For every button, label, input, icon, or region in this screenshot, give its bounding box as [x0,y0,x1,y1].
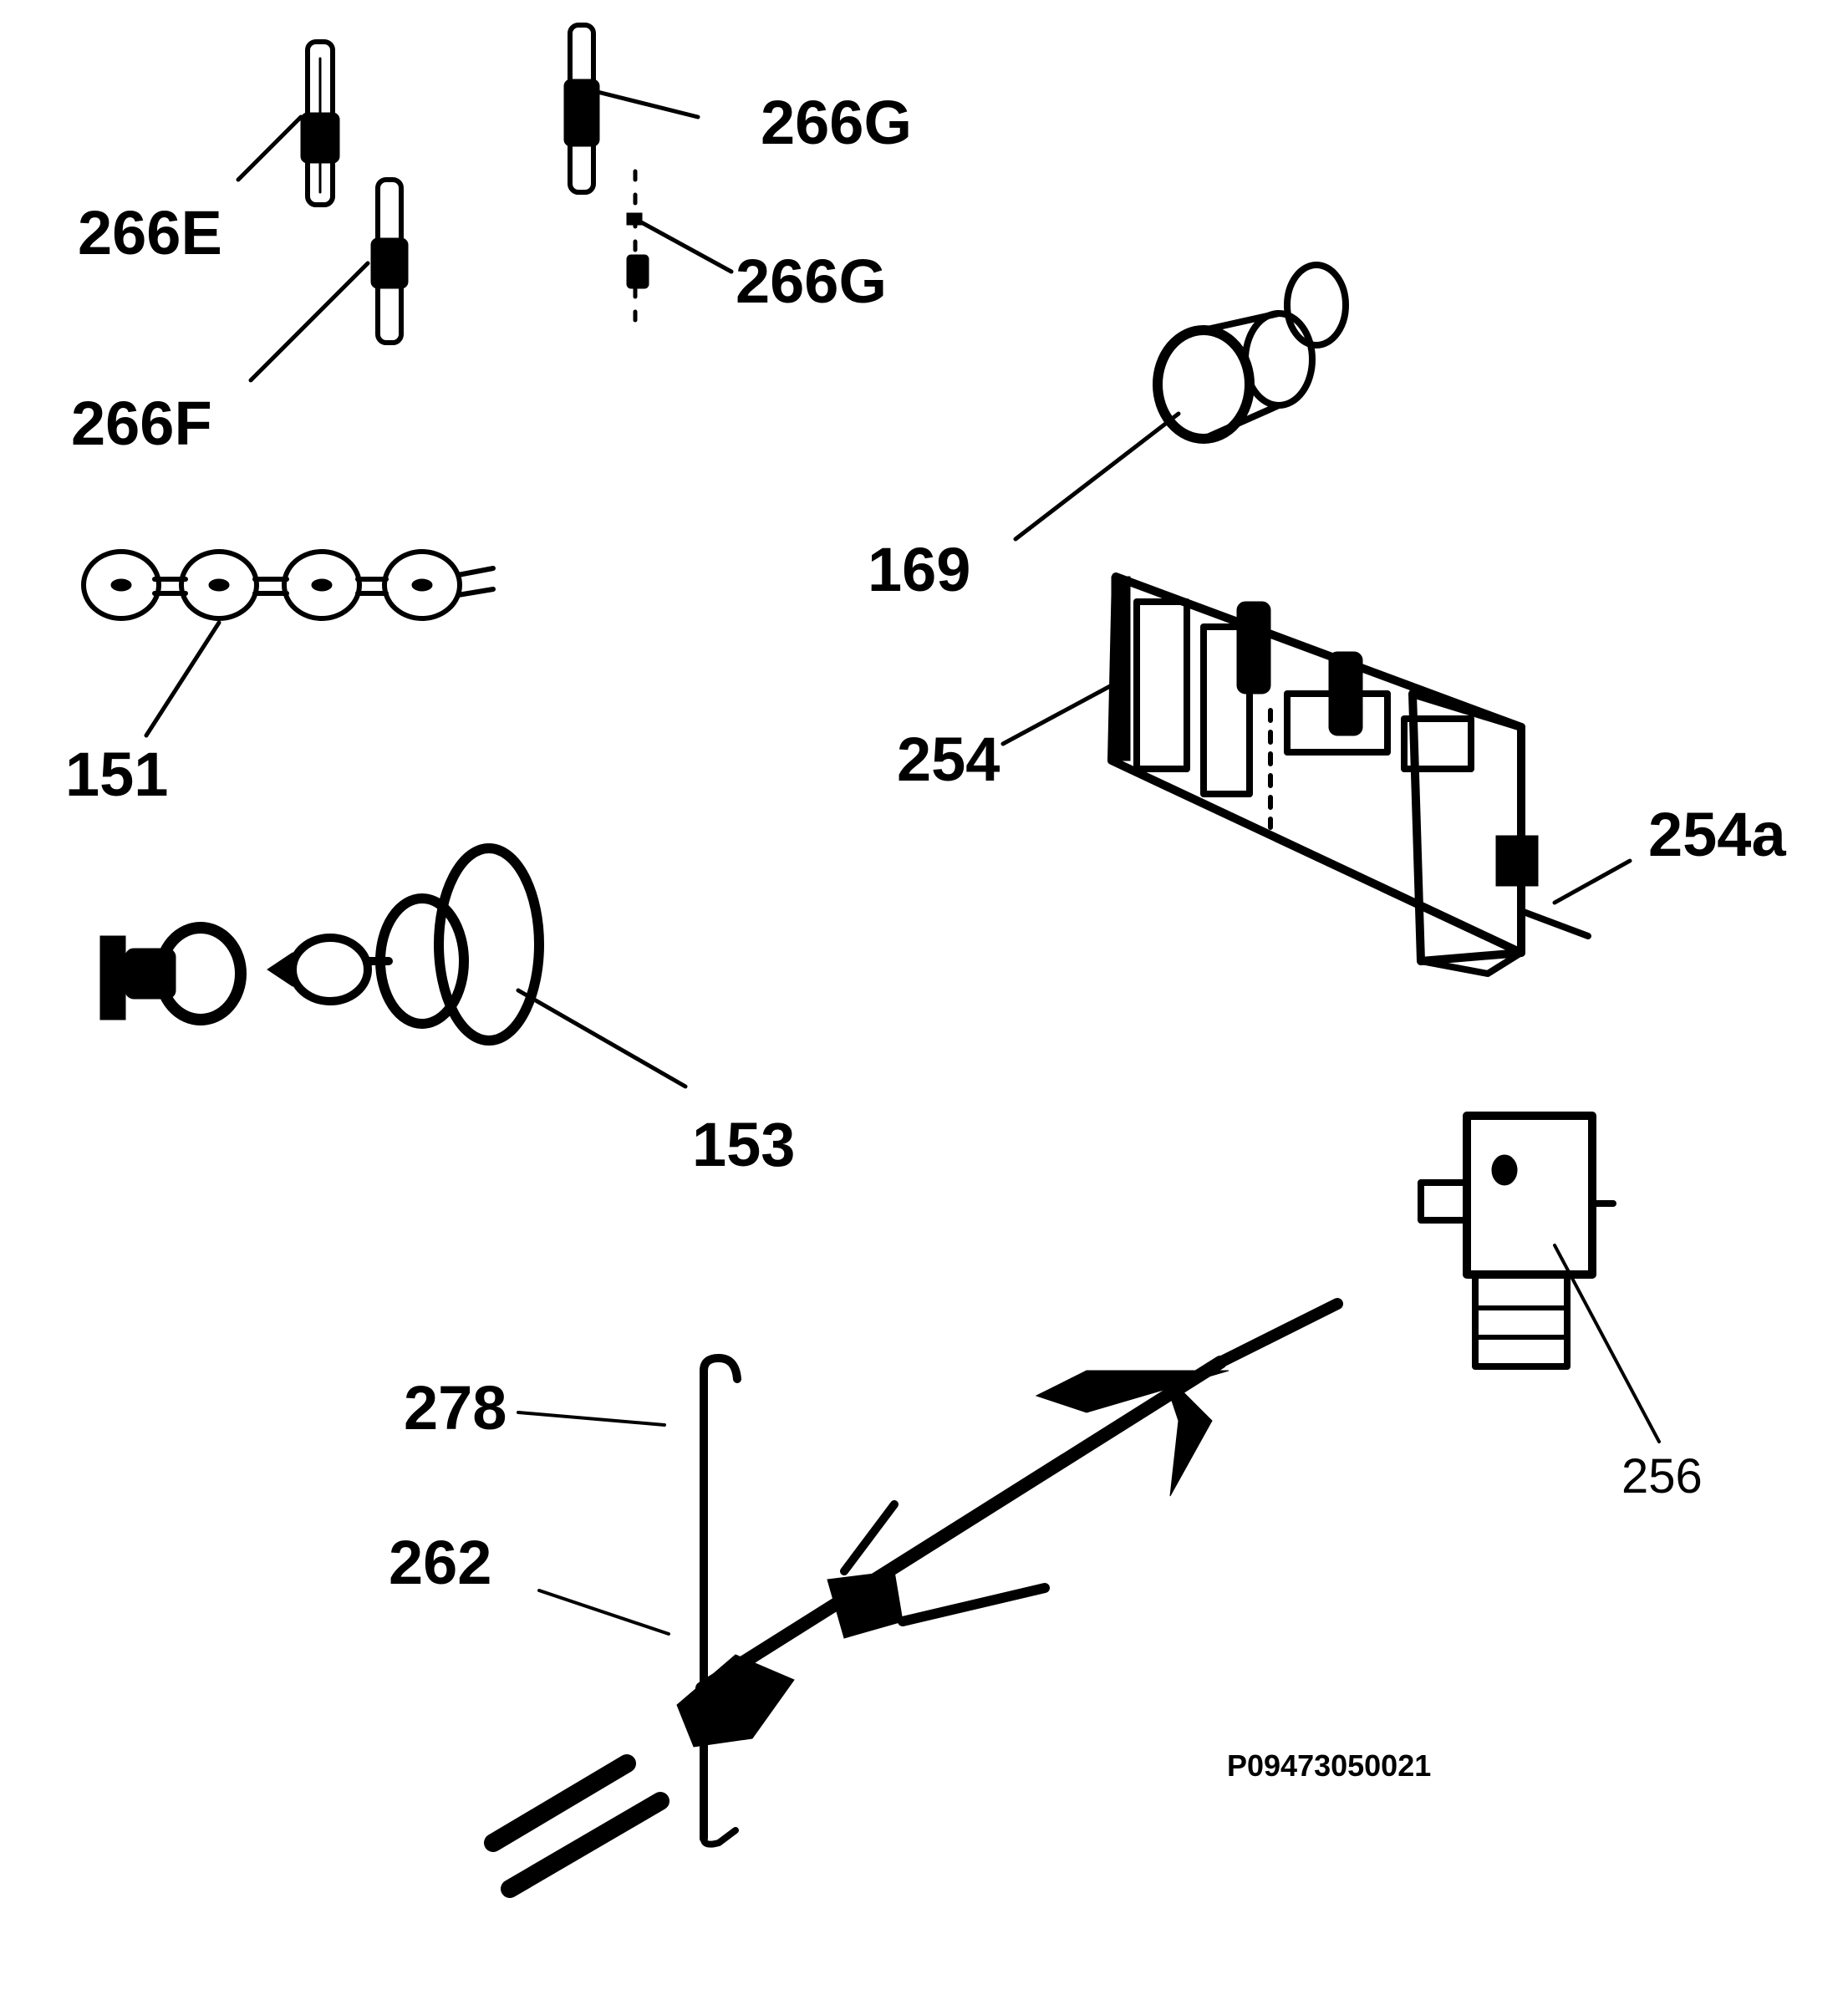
part-262-spray-arm [484,1298,1343,1898]
leader-line-153 [516,988,688,1089]
leader-line-254a [1552,858,1632,905]
part-153-knob-assembly [99,843,544,1046]
part-266f-electrode [370,177,409,345]
leader-line-266g-lower [633,216,734,274]
label-266f: 266F [71,389,212,458]
label-256: 256 [1621,1449,1703,1504]
leader-line-254 [1000,683,1114,746]
leader-line-262 [537,1589,670,1636]
label-151: 151 [65,740,169,809]
part-266e-electrode [300,39,340,207]
label-266e: 266E [78,198,222,267]
label-169: 169 [868,535,971,604]
label-153: 153 [692,1110,796,1179]
part-278-rod [700,1354,741,1848]
part-256-switch [1418,1112,1616,1370]
drawing-code: P09473050021 [1227,1748,1432,1783]
label-254: 254 [897,725,1000,794]
label-278: 278 [404,1373,507,1443]
label-262: 262 [389,1528,492,1597]
label-266g-upper: 266G [761,88,913,157]
leader-line-266e [236,114,303,182]
leader-line-151 [144,620,221,738]
part-266g-upper-electrode [563,23,600,195]
leader-line-169 [1013,411,1181,542]
leader-line-266g-upper [595,89,700,120]
part-169-knob [1153,262,1349,444]
leader-line-278 [517,1411,666,1427]
label-254a: 254a [1648,800,1786,869]
part-266g-lower-electrode [626,169,649,333]
leader-line-266f [248,261,370,383]
part-151-burner-assembly [81,549,496,621]
leader-line-256 [1553,1244,1661,1443]
label-266g-lower: 266G [736,247,888,316]
part-254-ignition-generator [1107,572,1591,977]
